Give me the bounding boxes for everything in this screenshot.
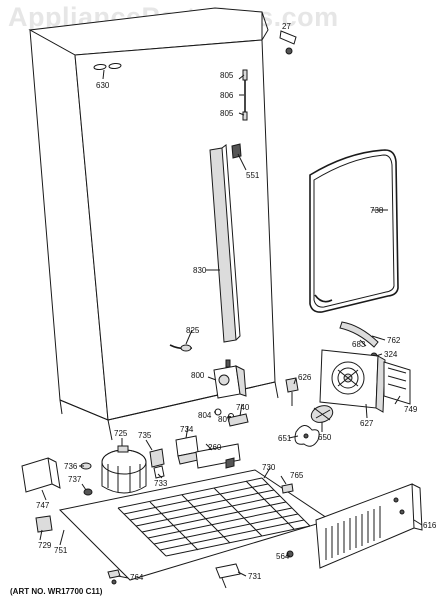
part-label-806: 806 [220, 91, 234, 100]
fan-blade-651 [294, 425, 320, 447]
refrigerator-cabinet [28, 7, 279, 441]
part-label-260: 260 [208, 443, 222, 452]
grommet-736 [80, 462, 93, 496]
part-label-807: 807 [218, 415, 232, 424]
part-label-737: 737 [68, 475, 82, 484]
part-label-749: 749 [404, 405, 418, 414]
condenser-fan-bracket-627 [319, 349, 386, 413]
compressor-725 [101, 445, 147, 494]
drain-tube-825 [169, 344, 193, 352]
bracket-731 [215, 563, 241, 589]
part-labels: 27 630 805 806 805 551 738 830 825 762 6… [36, 22, 437, 582]
rear-grille-panel-616 [315, 483, 423, 569]
clip-765 [281, 483, 294, 494]
door-gasket-738 [309, 149, 399, 313]
part-label-651: 651 [278, 434, 292, 443]
part-label-650: 650 [318, 433, 332, 442]
wire-connector-626 [285, 377, 299, 406]
art-number: (ART NO. WR17700 C11) [10, 587, 103, 596]
part-label-734: 734 [180, 425, 194, 434]
overload-734 [175, 435, 199, 465]
junction-plate-747 [21, 457, 61, 493]
relay-735 [149, 448, 165, 479]
part-label-627: 627 [360, 419, 374, 428]
part-label-616: 616 [423, 521, 437, 530]
part-label-626: 626 [298, 373, 312, 382]
part-label-765: 765 [290, 471, 304, 480]
part-label-731: 731 [248, 572, 262, 581]
part-label-825: 825 [186, 326, 200, 335]
junction-box-729 [35, 515, 53, 533]
part-label-740: 740 [236, 403, 250, 412]
part-label-551: 551 [246, 171, 260, 180]
part-label-736: 736 [64, 462, 78, 471]
part-label-747: 747 [36, 501, 50, 510]
drain-pan-bracket-260 [195, 443, 241, 469]
part-label-800: 800 [191, 371, 205, 380]
part-label-730: 730 [262, 463, 276, 472]
part-label-729: 729 [38, 541, 52, 550]
screw-27 [279, 30, 297, 55]
part-label-324: 324 [384, 350, 398, 359]
condenser-coil-730 [117, 477, 311, 557]
part-label-751: 751 [54, 546, 68, 555]
hinge-pin-assembly [242, 69, 248, 121]
defrost-valve-800 [213, 359, 247, 419]
part-label-805b: 805 [220, 109, 234, 118]
part-label-830: 830 [193, 266, 207, 275]
fan-motor-650 [310, 405, 334, 423]
part-label-738: 738 [370, 206, 384, 215]
part-label-725: 725 [114, 429, 128, 438]
part-label-564: 564 [276, 552, 290, 561]
part-label-804: 804 [198, 411, 212, 420]
part-label-805: 805 [220, 71, 234, 80]
cover-plate-749 [383, 361, 411, 405]
clamp-764 [107, 569, 121, 585]
part-label-733: 733 [154, 479, 168, 488]
part-label-735: 735 [138, 431, 152, 440]
part-label-764: 764 [130, 573, 144, 582]
part-label-762: 762 [387, 336, 401, 345]
part-label-683: 683 [352, 340, 366, 349]
leader-lines [39, 69, 423, 579]
part-label-27: 27 [282, 22, 291, 31]
part-label-630: 630 [96, 81, 110, 90]
